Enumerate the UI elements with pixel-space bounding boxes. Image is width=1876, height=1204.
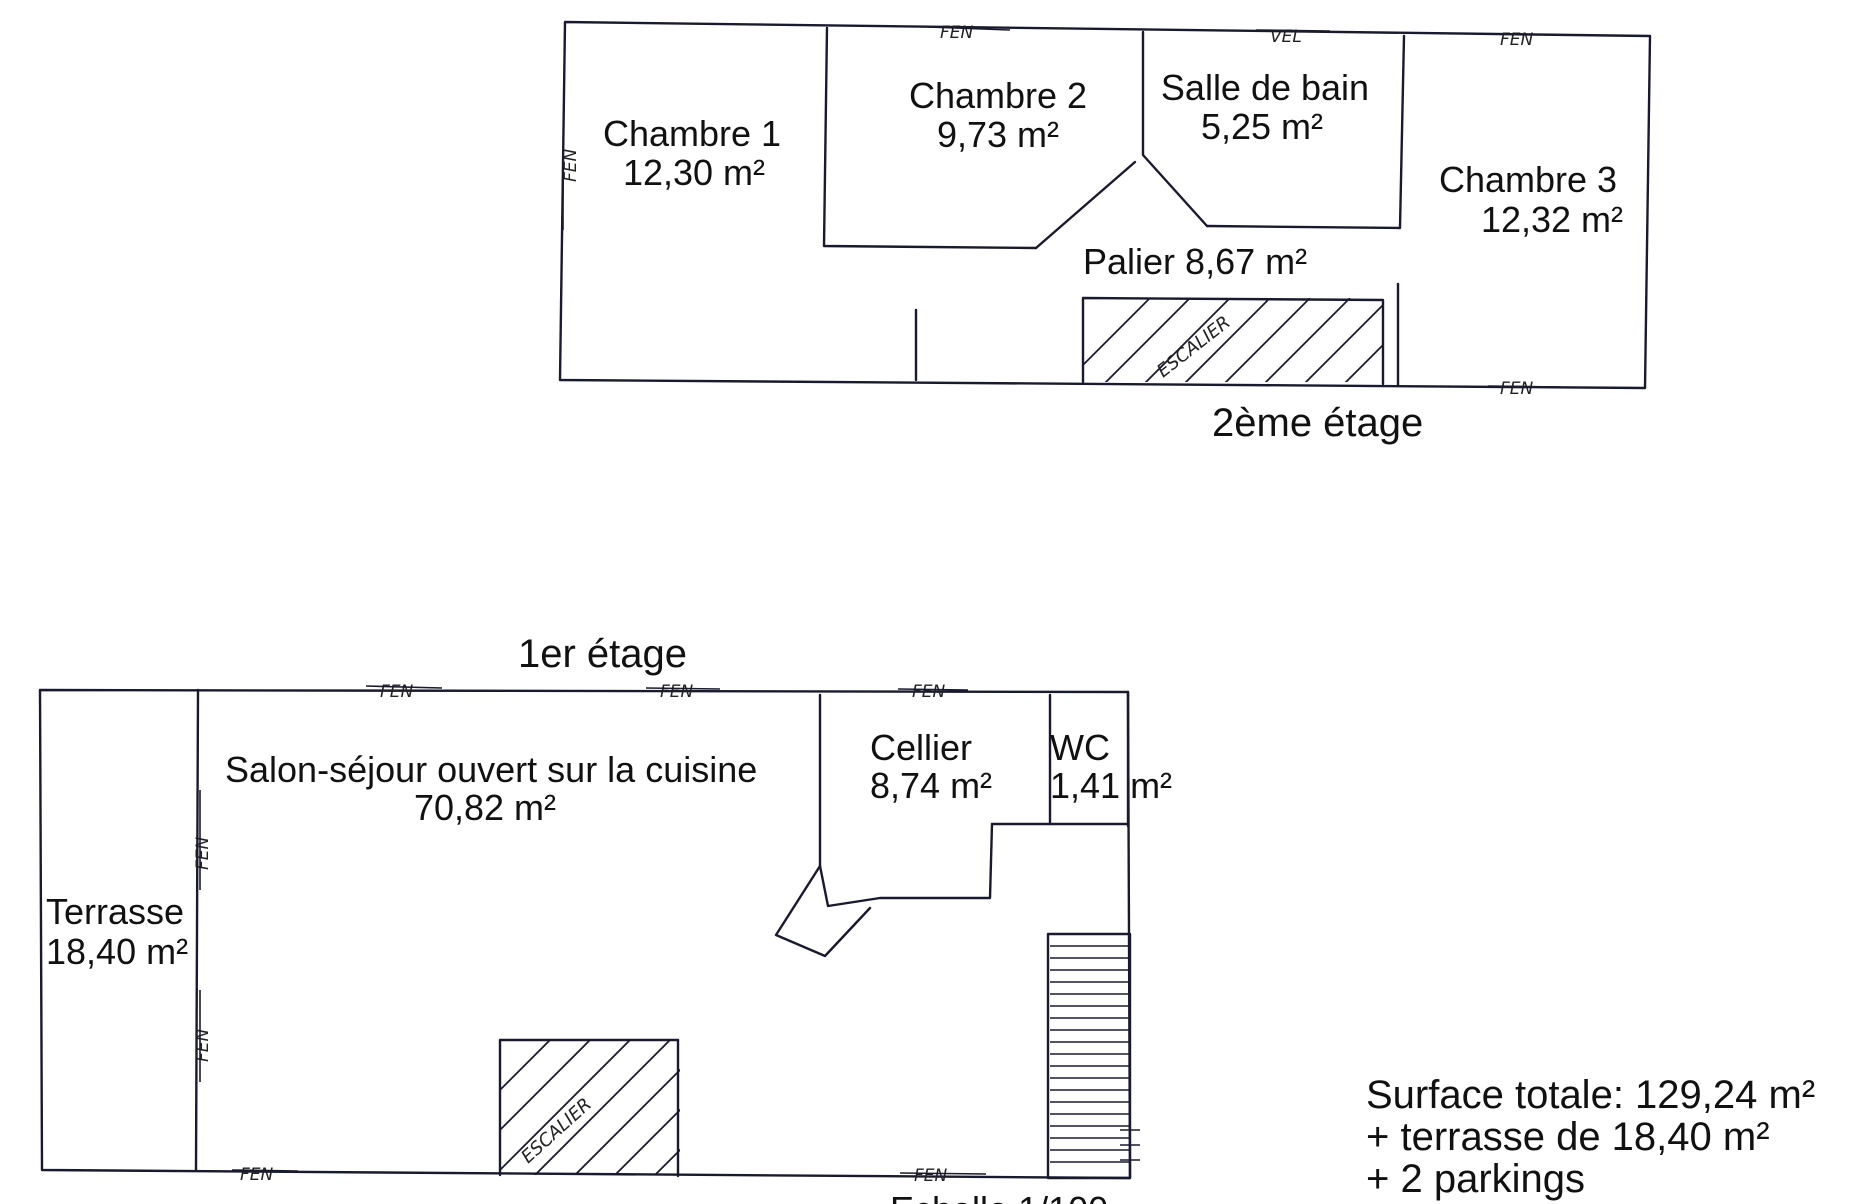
lower-right-stair: [1046, 932, 1132, 1180]
wc-area: 1,41 m²: [1050, 765, 1172, 806]
chambre2-diagonal-wall: [1034, 160, 1137, 250]
window-line-lower-5: [899, 1172, 987, 1175]
terrasse-name: Terrasse: [46, 891, 184, 932]
lower-stair-label: ESCALIER: [517, 1094, 596, 1168]
summary-total-surface: Surface totale: 129,24 m²: [1366, 1073, 1815, 1117]
chambre1-area: 12,30 m²: [623, 152, 765, 193]
upper-stair-hatching: [1083, 298, 1383, 382]
cellier-bottom-wall: [818, 822, 994, 908]
window-line-upper-4: [1487, 385, 1561, 388]
window-mark-upper-1: FEN: [940, 23, 974, 43]
chambre3-name: Chambre 3: [1439, 159, 1617, 200]
window-mark-lower-7: FEN: [193, 1028, 213, 1062]
salon-name: Salon-séjour ouvert sur la cuisine: [225, 749, 757, 790]
window-line-upper-1: [927, 26, 1011, 31]
lower-floor-plan: 1er étage: [38, 632, 1172, 1204]
window-mark-lower-5: FEN: [914, 1166, 948, 1186]
terrasse-divider: [194, 688, 200, 1172]
window-mark-upper-5: FEN: [561, 148, 581, 182]
bathroom-area: 5,25 m²: [1201, 106, 1323, 147]
window-line-upper-3: [1487, 33, 1561, 36]
window-mark-lower-4: FEN: [240, 1165, 274, 1185]
upper-stair-box: [1081, 296, 1385, 386]
upper-outer-wall: [558, 20, 1652, 390]
salon-area: 70,82 m²: [414, 787, 556, 828]
bathroom-wall: [1205, 34, 1406, 230]
bathroom-left-wall: [1141, 30, 1209, 228]
vent-line-upper: [1255, 29, 1331, 32]
lower-right-stair-treads: [1050, 945, 1140, 1163]
summary-parkings: + 2 parkings: [1366, 1157, 1585, 1201]
window-mark-lower-2: FEN: [660, 682, 694, 702]
upper-floor-title: 2ème étage: [1212, 401, 1423, 445]
window-mark-lower-3: FEN: [912, 682, 946, 702]
window-mark-upper-4: FEN: [1500, 379, 1534, 399]
upper-floor-plan: ESCALIER FEN VEL FEN FEN FEN Chambre 1 1…: [558, 20, 1652, 445]
window-mark-lower-1: FEN: [380, 682, 414, 702]
surface-summary: Surface totale: 129,24 m² + terrasse de …: [1366, 1073, 1815, 1201]
window-line-lower-4: [231, 1169, 299, 1172]
window-line-lower-3: [897, 688, 969, 691]
cellier-name: Cellier: [870, 727, 972, 768]
window-mark-upper-3: FEN: [1500, 30, 1534, 50]
window-mark-lower-6: FEN: [193, 836, 213, 870]
window-line-lower-2: [645, 687, 721, 690]
chambre2-name: Chambre 2: [909, 75, 1087, 116]
chambre1-name: Chambre 1: [603, 113, 781, 154]
vent-mark-upper: VEL: [1270, 27, 1302, 47]
cellier-door-swing: [774, 864, 872, 958]
chambre2-area: 9,73 m²: [937, 114, 1059, 155]
lower-floor-title: 1er étage: [518, 632, 687, 676]
cellier-area: 8,74 m²: [870, 765, 992, 806]
chambre3-area: 12,32 m²: [1481, 199, 1623, 240]
scale-note: Echelle 1/100: [890, 1189, 1108, 1204]
bathroom-name: Salle de bain: [1161, 67, 1369, 108]
palier-label: Palier 8,67 m²: [1083, 241, 1307, 282]
window-line-lower-1: [365, 685, 443, 689]
wc-name: WC: [1050, 727, 1110, 768]
lower-stair-hatching: [500, 1040, 680, 1175]
chambre1-wall: [822, 26, 1038, 250]
terrasse-area: 18,40 m²: [46, 931, 188, 972]
summary-terrace: + terrasse de 18,40 m²: [1366, 1115, 1770, 1159]
